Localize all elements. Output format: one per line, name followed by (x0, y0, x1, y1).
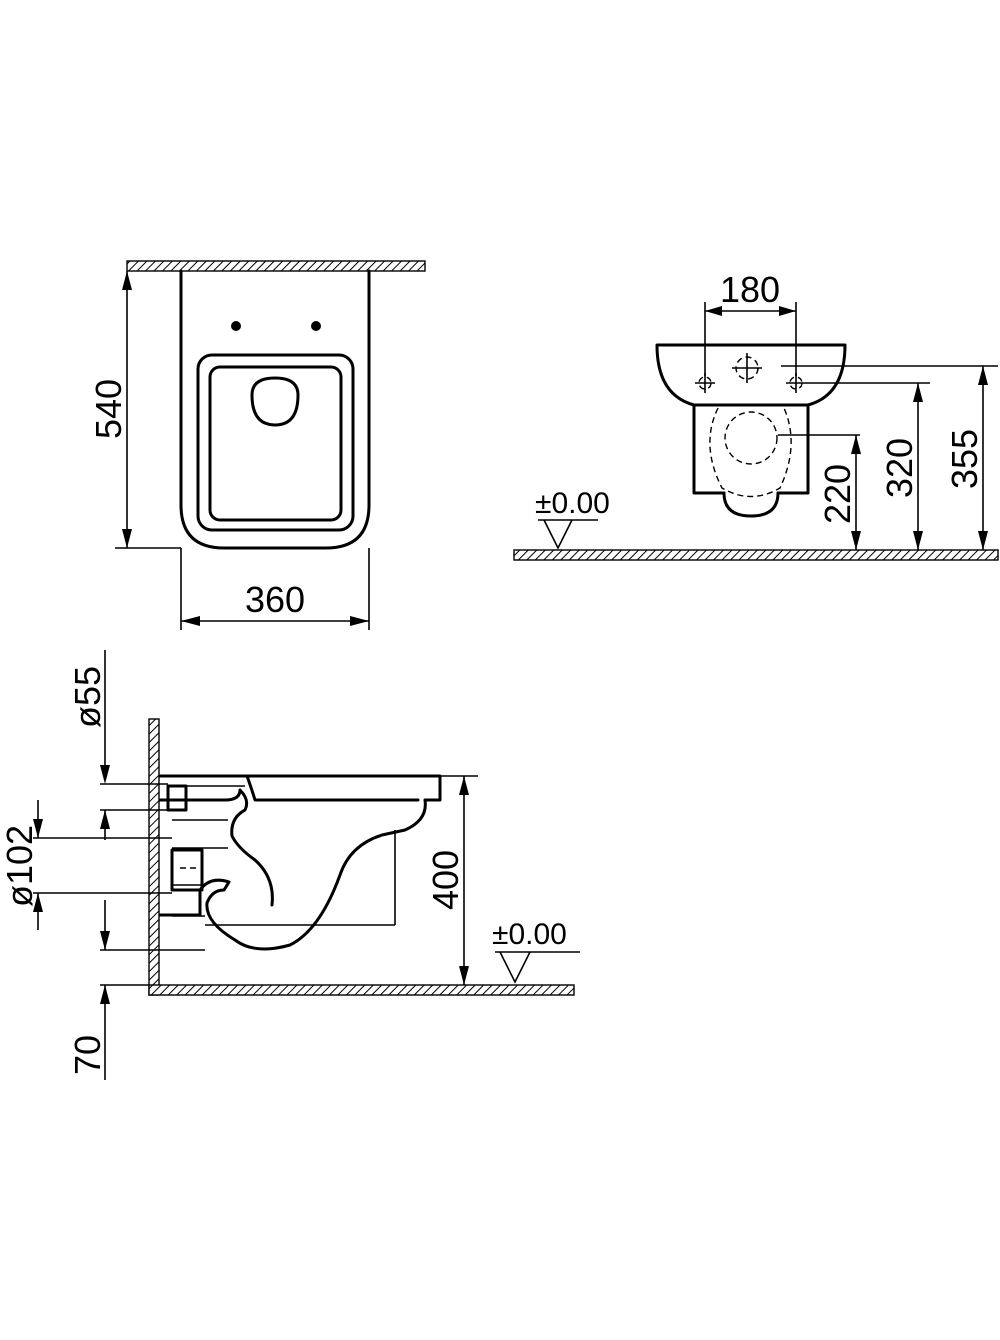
dim-height-fixing: 320 (879, 438, 920, 498)
side-level-label: ±0.00 (492, 918, 567, 951)
front-view-hidden-outlet (724, 411, 778, 465)
side-view-trap (158, 788, 274, 907)
front-view-bowl-outline (655, 343, 847, 407)
crosshair-center (732, 353, 762, 383)
side-view-outlet-pipe (170, 848, 204, 892)
side-view: ø55 ø102 70 400 ±0.00 (0, 650, 580, 1080)
front-view-hidden-bowl (709, 407, 792, 498)
dim-height-outlet: 220 (817, 464, 858, 524)
side-view-wall (148, 718, 160, 996)
dim-outlet-offset: 70 (67, 1035, 108, 1075)
crosshair-left (695, 373, 715, 393)
top-view-bowl-opening (250, 376, 300, 427)
front-view-outlet (722, 491, 780, 518)
side-view-bowl-outline (158, 774, 442, 951)
fixing-hole-left (231, 321, 241, 331)
dim-depth: 540 (88, 379, 129, 439)
dim-outlet-diameter: ø102 (0, 825, 40, 907)
top-view-seat (208, 365, 343, 522)
front-level-label: ±0.00 (535, 487, 610, 520)
fixing-hole-right (311, 321, 321, 331)
side-view-inlet (166, 784, 188, 812)
side-view-floor (148, 984, 575, 996)
side-view-rim (245, 774, 420, 802)
side-view-inner (172, 785, 245, 886)
top-view-wall (126, 260, 426, 272)
top-view: 540 360 (88, 260, 426, 630)
front-view-floor (513, 549, 999, 561)
crosshair-right (786, 373, 806, 393)
dim-height: 400 (425, 850, 466, 910)
front-view: 180 ±0.00 220 320 355 (513, 269, 999, 561)
dim-fixing-spacing: 180 (720, 269, 780, 310)
dim-width: 360 (245, 579, 305, 620)
dim-inlet-diameter: ø55 (67, 666, 108, 728)
top-view-bowl-outline (179, 269, 371, 550)
top-view-rim (196, 353, 355, 532)
dim-height-top: 355 (944, 429, 985, 489)
